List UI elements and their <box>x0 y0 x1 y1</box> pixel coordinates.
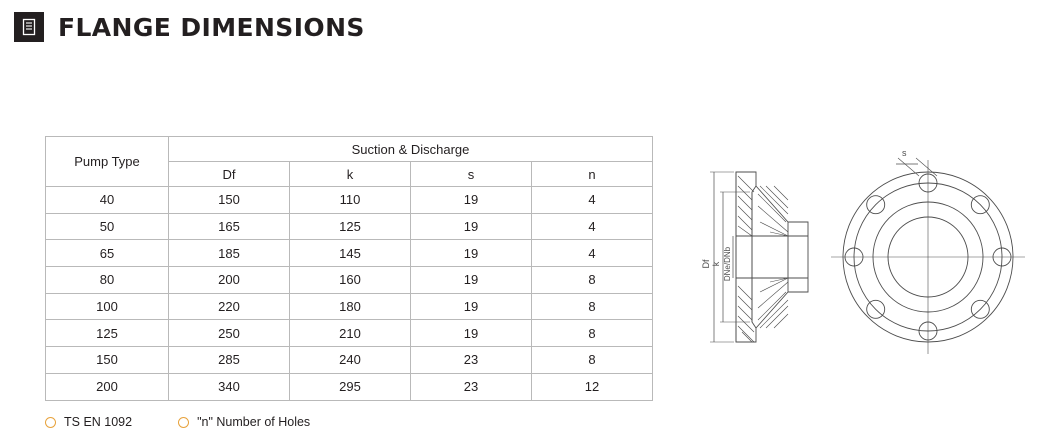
table-row: 65 185 145 19 4 <box>45 239 653 268</box>
cell-n: 4 <box>531 239 653 268</box>
cell-df: 340 <box>168 372 290 401</box>
cell-df: 150 <box>168 186 290 214</box>
bullet-icon <box>178 416 190 428</box>
table-row: 200 340 295 23 12 <box>45 372 653 401</box>
cell-pump-type: 150 <box>45 346 169 374</box>
cell-s: 19 <box>410 292 532 321</box>
cell-pump-type: 200 <box>45 372 169 401</box>
column-header-s: s <box>410 161 532 187</box>
cell-s: 19 <box>410 186 532 214</box>
column-header-n: n <box>531 161 653 187</box>
page-header: FLANGE DIMENSIONS <box>14 12 365 42</box>
legend-item: TS EN 1092 <box>45 415 132 429</box>
table-row: 125 250 210 19 8 <box>45 319 653 348</box>
table-row: 40 150 110 19 4 <box>45 186 653 214</box>
cell-df: 250 <box>168 319 290 348</box>
cell-pump-type: 50 <box>45 212 169 241</box>
cell-k: 295 <box>289 372 411 401</box>
cell-pump-type: 125 <box>45 319 169 348</box>
cell-k: 160 <box>289 266 411 294</box>
cell-s: 19 <box>410 266 532 294</box>
bullet-icon <box>45 416 56 428</box>
table-row: 100 220 180 19 8 <box>45 292 653 321</box>
cell-k: 145 <box>289 239 411 268</box>
cell-n: 8 <box>531 266 653 294</box>
cell-s: 23 <box>410 372 532 401</box>
cell-df: 285 <box>168 346 290 374</box>
cell-n: 4 <box>531 186 653 214</box>
cell-s: 19 <box>410 319 532 348</box>
column-header-pump-type: Pump Type <box>45 136 169 187</box>
legend-label: "n" Number of Holes <box>197 415 311 429</box>
cell-pump-type: 65 <box>45 239 169 268</box>
column-header-suction-discharge: Suction & Discharge <box>168 136 653 162</box>
column-header-k: k <box>289 161 411 187</box>
cell-s: 23 <box>410 346 532 374</box>
cell-k: 180 <box>289 292 411 321</box>
table-row: 50 165 125 19 4 <box>45 212 653 241</box>
legend: TS EN 1092 "n" Number of Holes <box>45 415 356 429</box>
drawing-label-df: Df <box>701 259 711 268</box>
drawing-label-s: s <box>902 148 907 158</box>
table-header-row-sub: Df k s n <box>46 161 653 187</box>
legend-item: "n" Number of Holes <box>178 415 310 429</box>
cell-n: 8 <box>531 346 653 374</box>
cell-df: 165 <box>168 212 290 241</box>
cell-k: 125 <box>289 212 411 241</box>
cell-df: 220 <box>168 292 290 321</box>
table-body: 40 150 110 19 4 50 165 125 19 4 65 185 1… <box>45 186 653 401</box>
document-icon <box>14 12 44 42</box>
cell-n: 8 <box>531 319 653 348</box>
table-row: 80 200 160 19 8 <box>45 266 653 294</box>
drawing-label-dne-dnb: DNe/DNb <box>723 246 732 281</box>
flange-technical-drawing: s Df k DNe/DNb <box>690 136 1035 396</box>
cell-pump-type: 100 <box>45 292 169 321</box>
cell-k: 210 <box>289 319 411 348</box>
cell-s: 19 <box>410 239 532 268</box>
flange-dimensions-table: Pump Type Suction & Discharge Df k s n 4… <box>45 136 653 401</box>
cell-n: 8 <box>531 292 653 321</box>
cell-n: 12 <box>531 372 653 401</box>
table-row: 150 285 240 23 8 <box>45 346 653 374</box>
cell-n: 4 <box>531 212 653 241</box>
cell-s: 19 <box>410 212 532 241</box>
cell-df: 200 <box>168 266 290 294</box>
cell-pump-type: 40 <box>45 186 169 214</box>
page-title: FLANGE DIMENSIONS <box>58 12 365 42</box>
column-header-df: Df <box>168 161 290 187</box>
drawing-label-k: k <box>711 261 721 266</box>
cell-df: 185 <box>168 239 290 268</box>
cell-k: 240 <box>289 346 411 374</box>
legend-label: TS EN 1092 <box>64 415 133 429</box>
cell-k: 110 <box>289 186 411 214</box>
table-header-row-group: Pump Type Suction & Discharge <box>45 136 653 187</box>
cell-pump-type: 80 <box>45 266 169 294</box>
